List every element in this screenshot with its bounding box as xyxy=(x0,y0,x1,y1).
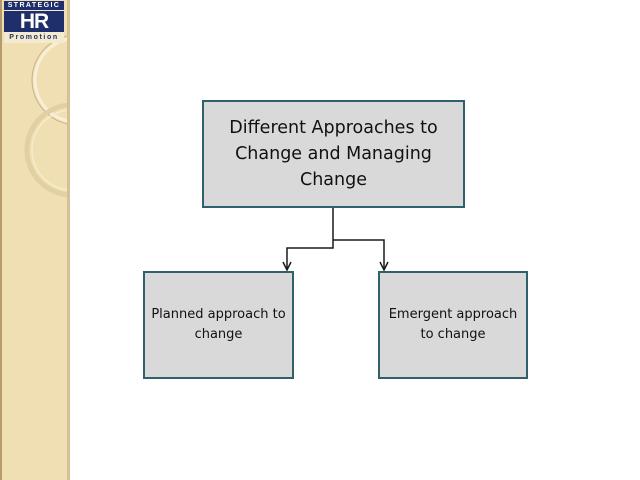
child-node-label: Emergent approach to change xyxy=(388,307,518,342)
logo-main-text: HR xyxy=(4,11,64,32)
sidebar-decoration: STRATEGIC HR Promotion xyxy=(0,0,70,480)
connector-right xyxy=(333,239,385,270)
sidebar-edge xyxy=(67,0,70,480)
arrow-down-icon xyxy=(282,261,292,272)
logo-top-text: STRATEGIC xyxy=(4,1,64,10)
logo-bottom-text: Promotion xyxy=(9,34,59,41)
child-node-emergent: Emergent approach to change xyxy=(378,271,528,379)
connector-left xyxy=(286,208,334,270)
strategic-hr-logo: STRATEGIC HR Promotion xyxy=(4,1,64,43)
child-node-planned: Planned approach to change xyxy=(143,271,294,379)
root-node: Different Approaches to Change and Manag… xyxy=(202,100,465,208)
arrow-down-icon xyxy=(379,261,389,272)
circle-decoration-icon xyxy=(24,35,70,198)
root-node-label: Different Approaches to Change and Manag… xyxy=(229,118,438,190)
child-node-label: Planned approach to change xyxy=(151,307,286,342)
